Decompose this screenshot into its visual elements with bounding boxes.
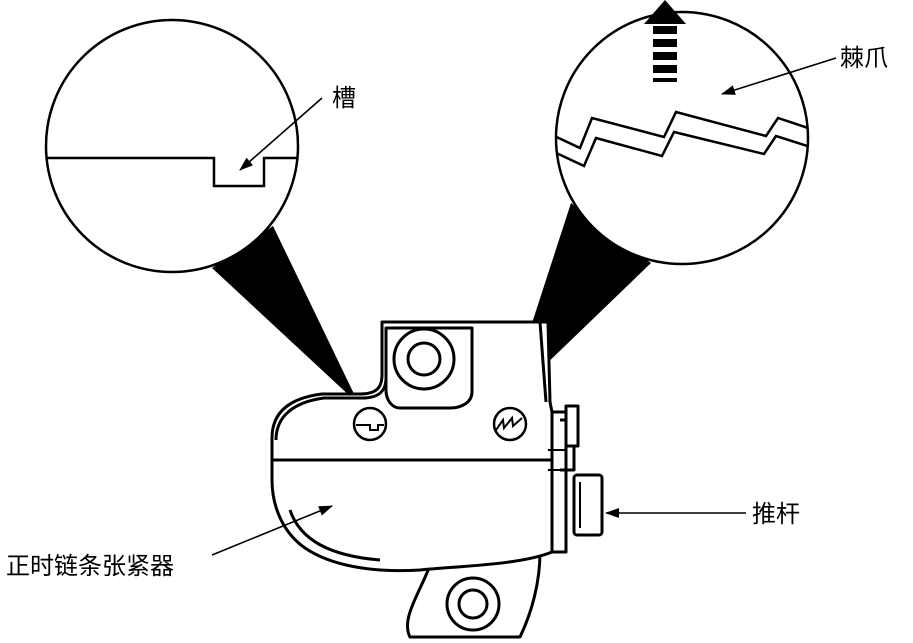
left-projection-cone [212, 226, 356, 398]
timing-chain-tensioner [270, 320, 604, 639]
groove-label: 槽 [332, 84, 356, 112]
groove-magnified-view [44, 18, 300, 274]
push-rod [572, 473, 604, 537]
lug-bolt-hole [445, 576, 501, 632]
ratchet-window [492, 406, 528, 442]
ratchet-teeth-lower [556, 130, 808, 168]
tensioner-body [270, 320, 554, 573]
ratchet-label: 棘爪 [840, 44, 888, 72]
tensioner-label: 正时链条张紧器 [6, 552, 174, 580]
push-rod-label: 推杆 [752, 500, 800, 528]
ratchet-teeth-upper [556, 110, 808, 150]
ratchet-magnified-view [554, 0, 810, 266]
groove-profile [46, 156, 298, 188]
ratchet-leader-line [721, 57, 837, 95]
groove-window [352, 406, 388, 442]
upper-bolt-boss [392, 327, 456, 391]
upward-arrow-icon [644, 0, 686, 82]
tensioner-leader-line [211, 505, 333, 556]
groove-leader-line [239, 97, 323, 171]
